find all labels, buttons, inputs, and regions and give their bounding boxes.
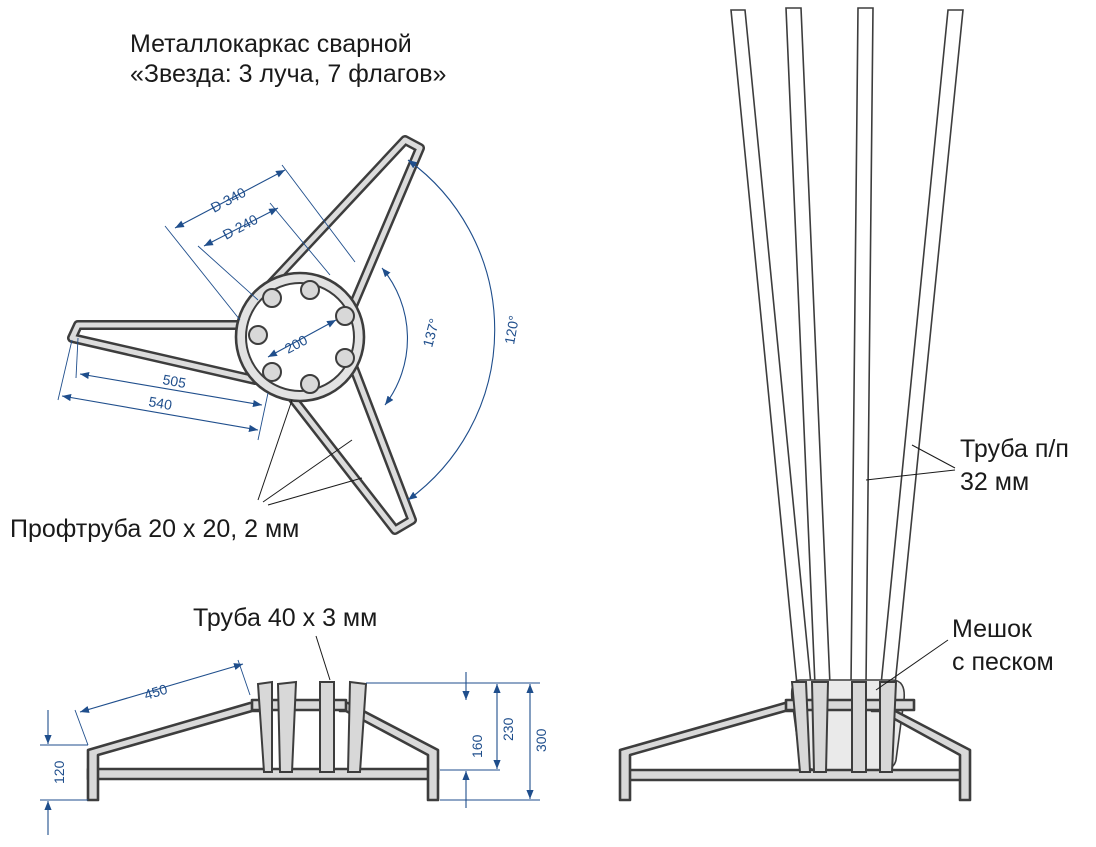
angle-120-dimension: 120° (407, 159, 522, 501)
pipe-holder (300, 280, 320, 300)
pipe-holder (300, 374, 320, 394)
dim-inner-ring: D 240 (220, 211, 261, 243)
dim-h230: 230 (500, 717, 516, 741)
pipe-holder (335, 306, 355, 326)
dim-angle-large: 120° (501, 314, 522, 345)
angle-137-dimension: 137° (381, 267, 442, 406)
side-pipe (276, 680, 298, 773)
stand-pipe (790, 681, 812, 773)
stand-base-bar (626, 768, 970, 782)
stand-pipe (810, 681, 830, 773)
assembled-stand: Труба п/п 32 мм Мешок с песком (618, 7, 1069, 802)
side-view: Труба 40 х 3 мм 450 120 160 230 300 (40, 604, 549, 835)
side-pipe (346, 680, 368, 773)
flag-pole (850, 7, 874, 686)
pole-tube-label-line-2: 32 мм (960, 468, 1029, 496)
stand-left-beam (618, 701, 797, 802)
drawing-title: Металлокаркас сварной «Звезда: 3 луча, 7… (130, 30, 446, 88)
tube-40-label: Труба 40 х 3 мм (193, 604, 377, 632)
profile-tube-leaders (257, 399, 363, 506)
stand-pipe (851, 681, 867, 773)
pipe-holder (262, 288, 282, 308)
pipe-holders (248, 280, 355, 394)
dim-beam-outer: 540 (147, 393, 173, 413)
dim-side-height: 120 (51, 760, 67, 784)
pole-tube-label-line-1: Труба п/п (960, 435, 1069, 463)
sandbag-label-line-1: Мешок (952, 615, 1033, 643)
pipe-holder (335, 348, 355, 368)
stand-top-plate (784, 698, 916, 712)
side-pipe (256, 680, 273, 773)
pipe-holder (248, 325, 268, 345)
left-beam (86, 701, 264, 802)
star-top-view: D 340 D 240 200 505 540 137° (10, 135, 522, 543)
dim-outer-ring: D 340 (208, 184, 249, 216)
dim-side-beam: 450 (142, 681, 169, 703)
top-plate (250, 698, 348, 712)
side-pipe (319, 681, 335, 773)
pipe-holder (262, 362, 282, 382)
dim-beam-inner: 505 (161, 371, 187, 391)
profile-tube-label: Профтруба 20 х 20, 2 мм (10, 515, 299, 543)
title-line-1: Металлокаркас сварной (130, 30, 412, 58)
title-line-2: «Звезда: 3 луча, 7 флагов» (130, 60, 446, 88)
flag-pole (880, 9, 964, 686)
sandbag-label-line-2: с песком (952, 648, 1054, 676)
dim-angle-small: 137° (419, 317, 442, 349)
stand-pipe (879, 681, 898, 773)
dim-h300: 300 (533, 728, 549, 752)
arm-length-dimensions: 505 540 (57, 337, 269, 441)
dim-h160: 160 (469, 734, 485, 758)
